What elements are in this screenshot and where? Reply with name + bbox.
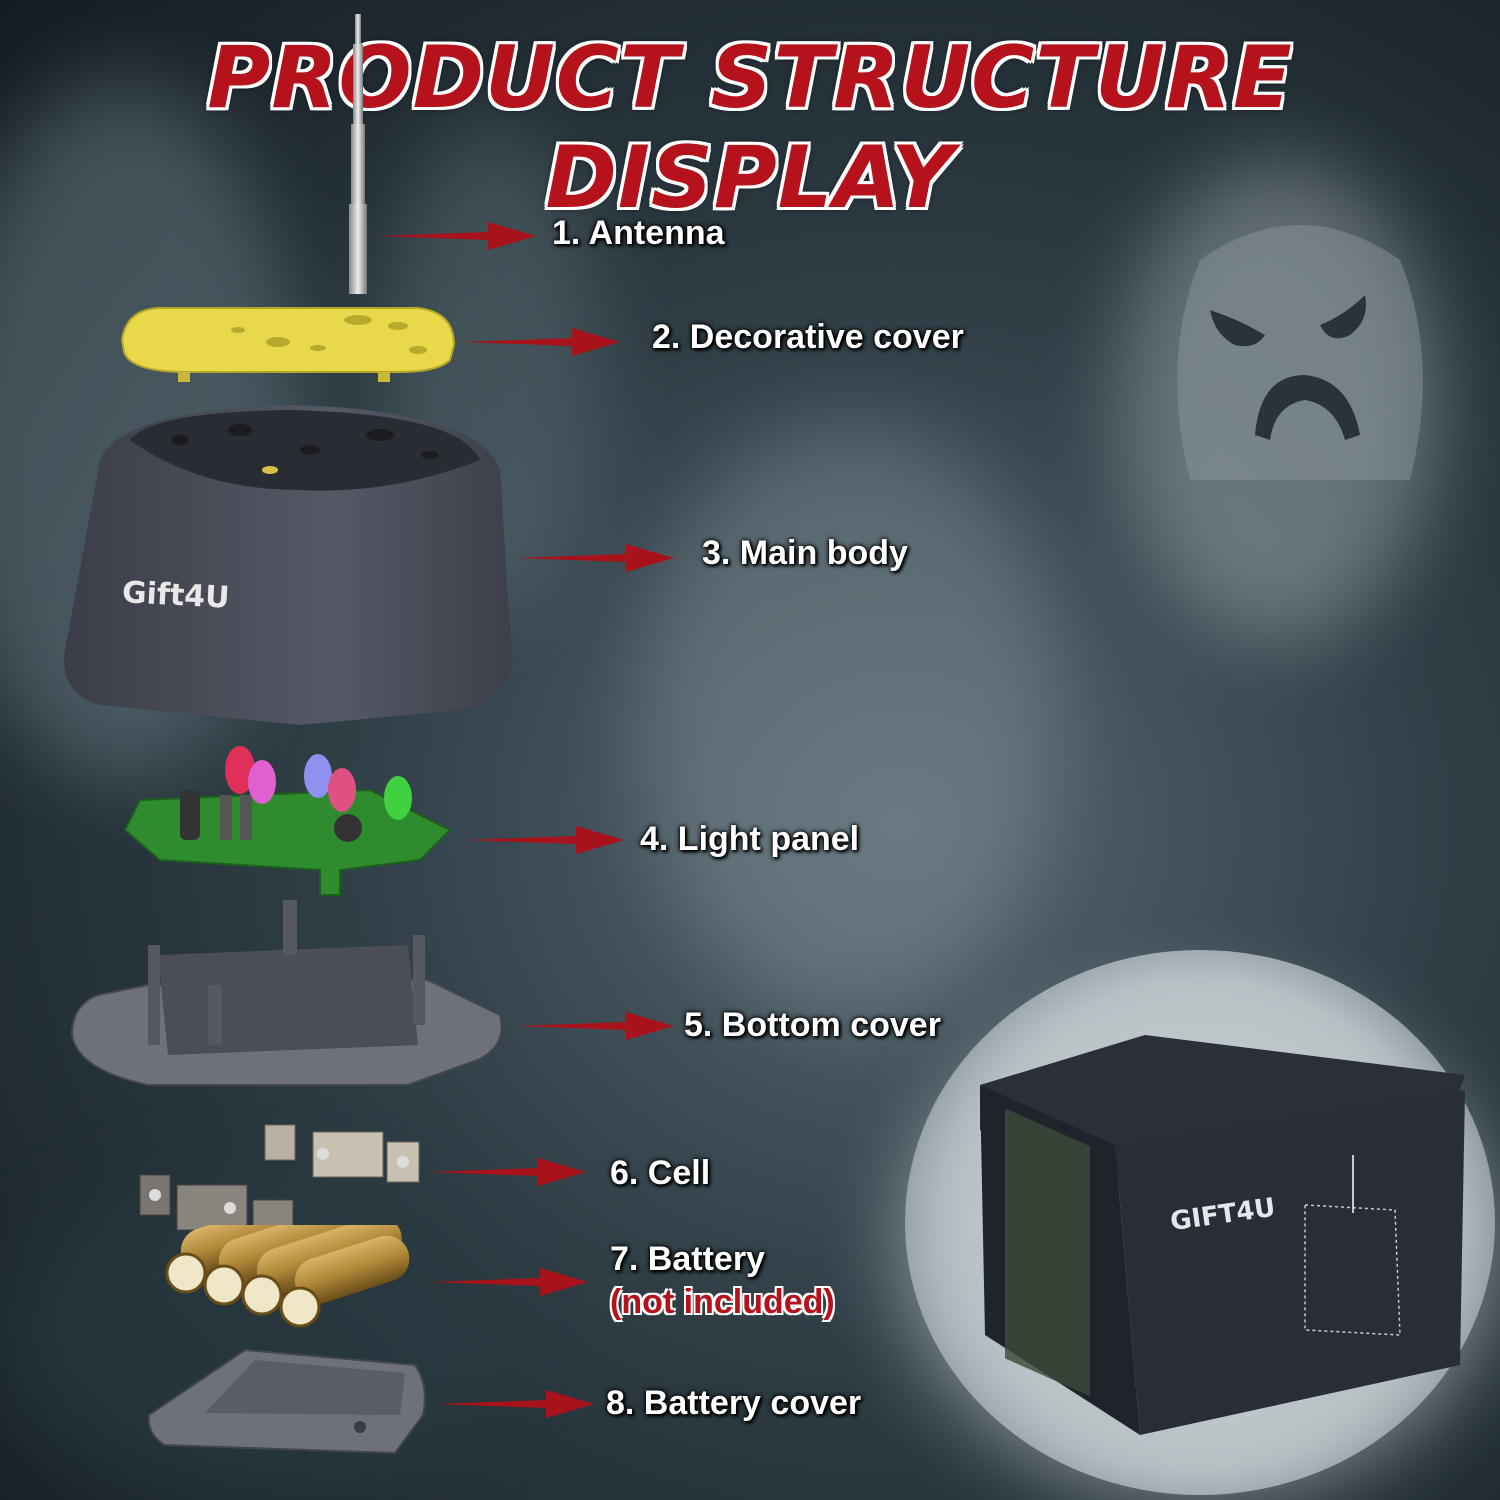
arrow-battery-cover — [436, 1390, 594, 1418]
label-antenna: 1. Antenna — [552, 214, 725, 252]
label-battery-note: (not included) — [610, 1283, 835, 1321]
cell-part — [139, 1124, 420, 1236]
battery-part — [165, 1225, 410, 1328]
label-light-panel: 4. Light panel — [640, 820, 860, 858]
label-battery-text: 7. Battery — [610, 1240, 765, 1278]
label-cell: 6. Cell — [610, 1154, 711, 1192]
page-title: PRODUCT STRUCTURE DISPLAY — [207, 28, 1293, 228]
arrow-cell — [428, 1158, 586, 1186]
main-body-part: Gift4U — [60, 400, 520, 730]
antenna-part — [349, 14, 367, 294]
light-panel-part — [123, 746, 452, 896]
ghost-icon — [1177, 225, 1423, 480]
decorative-cover-part — [120, 307, 456, 382]
arrow-light-panel — [466, 826, 624, 854]
label-bottom-cover: 5. Bottom cover — [684, 1006, 941, 1044]
brand-logo: Gift4U — [121, 575, 231, 616]
arrow-antenna — [378, 222, 536, 250]
arrow-main-body — [516, 544, 674, 572]
label-battery-cover: 8. Battery cover — [606, 1384, 862, 1422]
label-decorative-cover: 2. Decorative cover — [652, 318, 964, 356]
bottom-cover-part — [70, 900, 503, 1086]
label-battery: 7. Battery (not included) — [610, 1240, 835, 1322]
battery-cover-part — [147, 1348, 426, 1455]
arrow-decorative-cover — [462, 328, 620, 356]
arrow-battery — [430, 1268, 588, 1296]
label-main-body: 3. Main body — [702, 534, 908, 572]
arrow-bottom-cover — [516, 1012, 674, 1040]
product-box-inset: GIFT4U — [905, 950, 1495, 1495]
